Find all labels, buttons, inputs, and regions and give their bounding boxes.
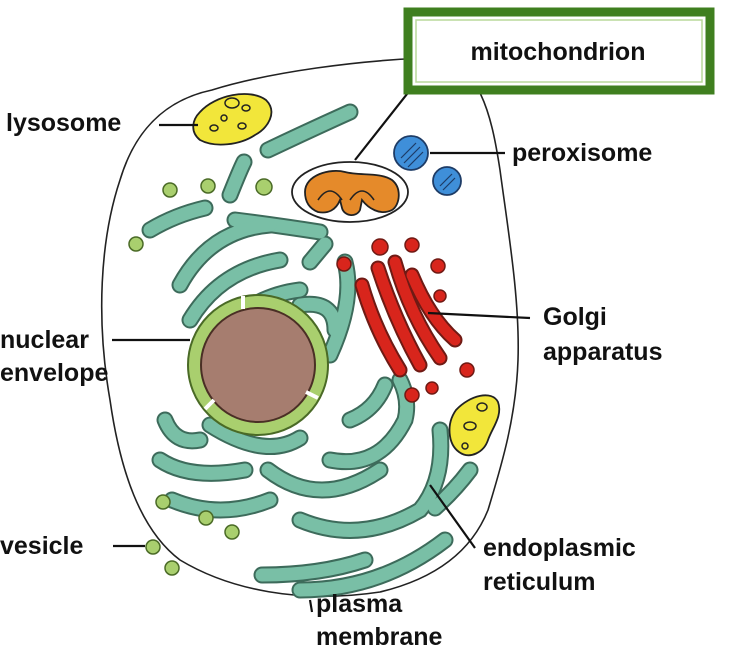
lysosome	[192, 93, 501, 457]
label-golgi: Golgi	[543, 303, 607, 331]
vesicle	[128, 178, 273, 576]
label-mitochondrion: mitochondrion	[471, 38, 646, 66]
highlight-box	[403, 7, 715, 95]
label-apparatus: apparatus	[543, 338, 662, 366]
label-envelope: envelope	[0, 359, 108, 387]
nucleus	[187, 294, 329, 436]
label-plasma: plasma	[316, 590, 403, 618]
golgi-apparatus	[336, 237, 475, 403]
label-membrane: membrane	[316, 623, 443, 651]
label-peroxisome: peroxisome	[512, 139, 652, 167]
label-lysosome: lysosome	[6, 109, 121, 137]
label-vesicle: vesicle	[0, 532, 84, 560]
mitochondrion	[291, 161, 409, 223]
label-reticulum: reticulum	[483, 568, 596, 596]
label-nuclear: nuclear	[0, 326, 89, 354]
peroxisome	[393, 135, 462, 196]
leader-lines	[112, 74, 531, 613]
label-endoplasmic: endoplasmic	[483, 534, 636, 562]
